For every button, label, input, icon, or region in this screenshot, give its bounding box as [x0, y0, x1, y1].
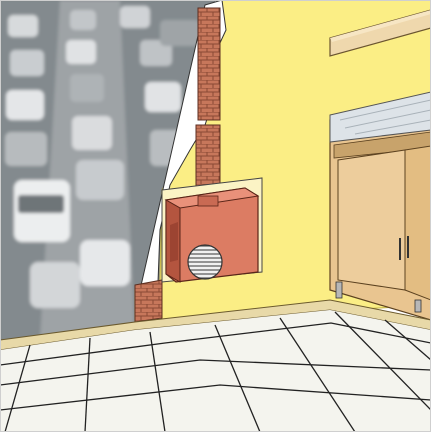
brick-base — [135, 280, 162, 322]
brick-column-middle — [196, 125, 220, 190]
ventilation-unit — [166, 188, 258, 282]
round-grille-icon — [188, 245, 222, 279]
kitchen-cabinet — [330, 92, 431, 320]
brick-column-top — [198, 8, 220, 120]
